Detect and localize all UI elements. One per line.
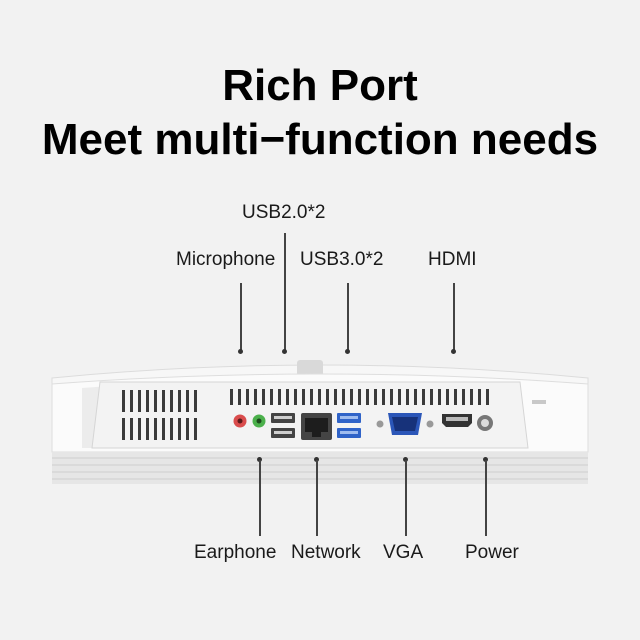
- leader-dot-microphone: [238, 349, 243, 354]
- label-earphone: Earphone: [194, 542, 277, 563]
- leader-dot-hdmi: [451, 349, 456, 354]
- leader-network: [316, 460, 318, 536]
- left-vent: [122, 390, 197, 440]
- leader-vga: [405, 460, 407, 536]
- leader-dot-usb2: [282, 349, 287, 354]
- label-usb3: USB3.0*2: [300, 249, 384, 270]
- microphone-jack: [233, 414, 247, 428]
- headline-line-2: Meet multi−function needs: [41, 115, 599, 164]
- leader-microphone: [240, 283, 242, 351]
- network-port: [301, 413, 332, 440]
- leader-hdmi: [453, 283, 455, 351]
- stand-nub: [297, 360, 323, 376]
- leader-dot-vga: [403, 457, 408, 462]
- label-microphone: Microphone: [176, 249, 276, 270]
- leader-dot-power: [483, 457, 488, 462]
- leader-power: [485, 460, 487, 536]
- earphone-jack: [252, 414, 266, 428]
- usb2-ports: [271, 413, 295, 438]
- leader-earphone: [259, 460, 261, 536]
- hdmi-port: [442, 414, 472, 427]
- vga-port: [376, 413, 434, 435]
- label-usb2: USB2.0*2: [242, 202, 326, 223]
- headline-line-1: Rich Port: [222, 61, 418, 110]
- power-port: [477, 415, 493, 431]
- top-vent: [230, 389, 489, 405]
- leader-usb2: [284, 233, 286, 351]
- leader-dot-usb3: [345, 349, 350, 354]
- label-power: Power: [465, 542, 519, 563]
- leader-usb3: [347, 283, 349, 351]
- bezel-ribs: [52, 457, 588, 480]
- right-mark: [532, 400, 546, 404]
- usb3-ports: [337, 413, 361, 438]
- leader-dot-network: [314, 457, 319, 462]
- label-network: Network: [291, 542, 361, 563]
- label-hdmi: HDMI: [428, 249, 477, 270]
- leader-dot-earphone: [257, 457, 262, 462]
- label-vga: VGA: [383, 542, 424, 563]
